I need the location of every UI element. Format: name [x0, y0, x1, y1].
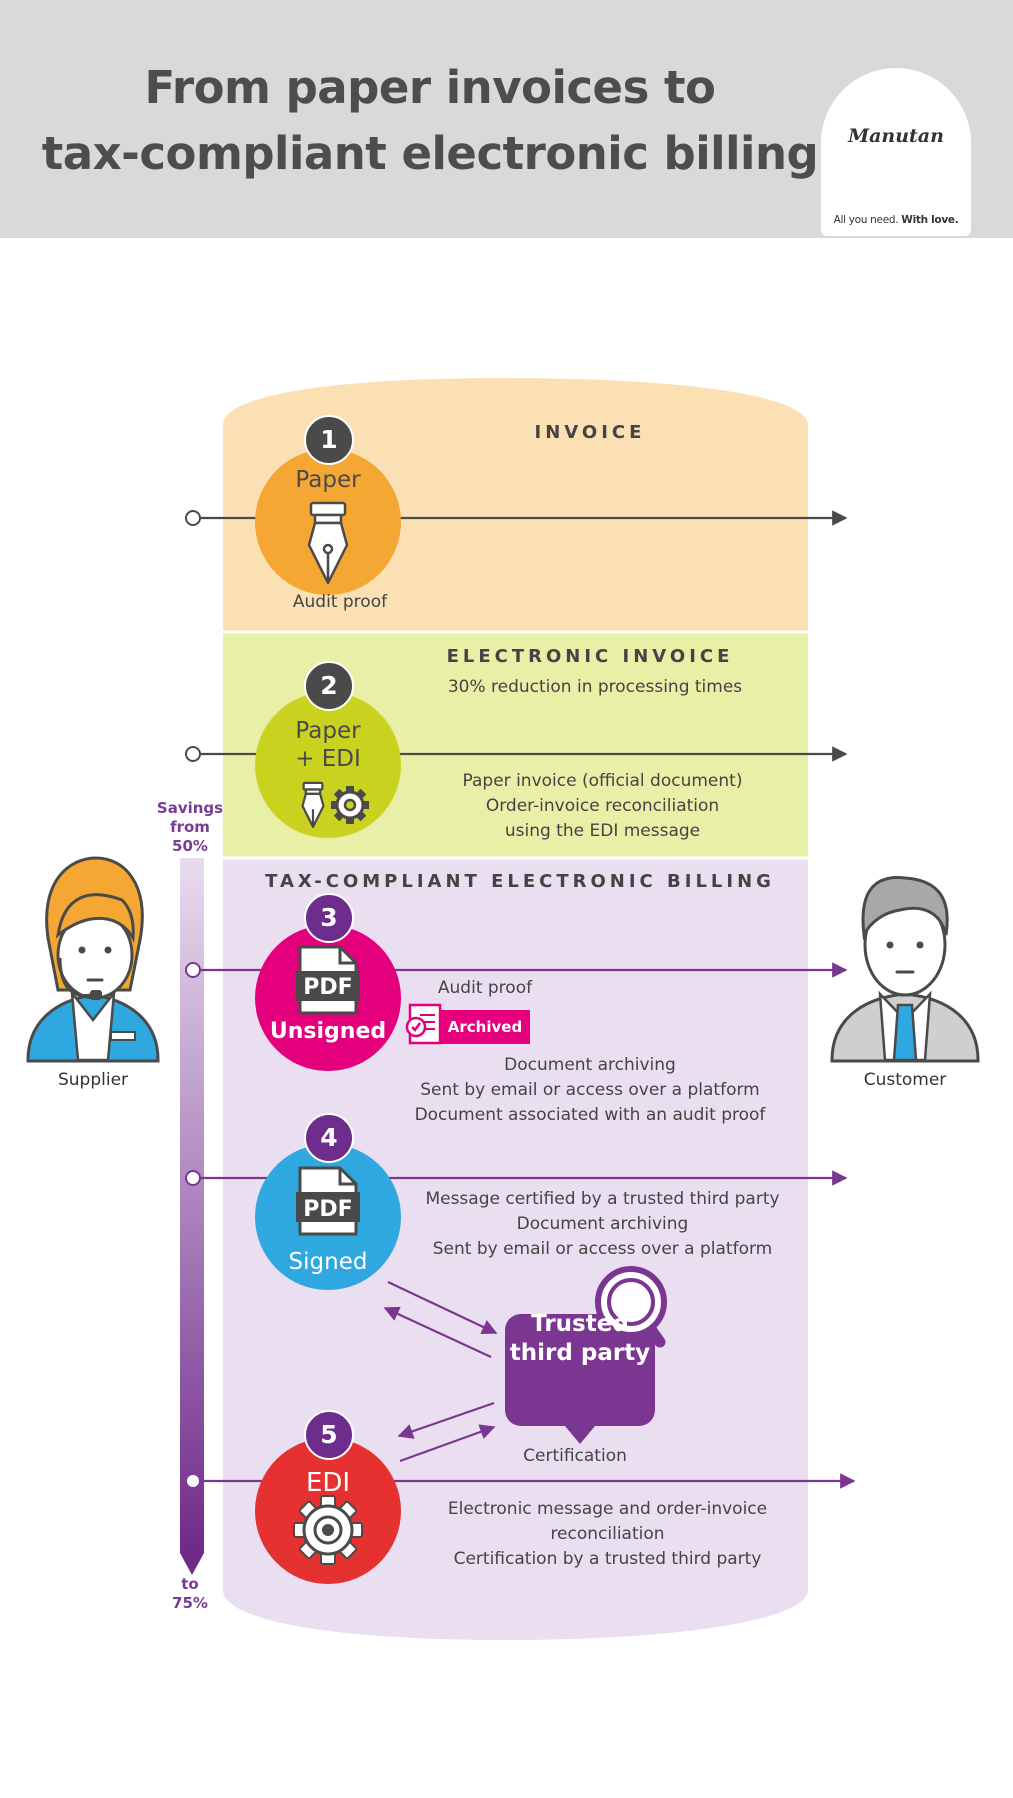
step-3-pdf-label: PDF: [303, 975, 353, 1000]
step-4-label: Signed: [288, 1249, 368, 1275]
step-1-label: Paper: [295, 467, 361, 493]
edi-gear-icon: [293, 1495, 363, 1565]
magnifier-icon: [595, 1266, 667, 1348]
logo-tagline: All you need. With love.: [821, 214, 971, 226]
pen-nib-icon: [307, 501, 349, 585]
step-2-number: 2: [304, 661, 354, 711]
supplier-label: Supplier: [57, 1070, 129, 1090]
step-3-label: Unsigned: [269, 1019, 387, 1044]
tax-compliant-heading: TAX-COMPLIANT ELECTRONIC BILLING: [265, 871, 775, 892]
step-5-notes: Electronic message and order-invoice rec…: [447, 1499, 768, 1569]
gear-small-icon: [331, 786, 369, 824]
pdf-document-icon-signed: [296, 1166, 360, 1236]
pen-nib-small-icon: [301, 781, 325, 829]
step-4-notes: Message certified by a trusted third par…: [425, 1189, 780, 1259]
certification-caption: Certification: [523, 1446, 627, 1466]
step-2-notes: Paper invoice (official document) Order-…: [462, 771, 743, 841]
trusted-third-party-label: Trusted third party: [509, 1311, 651, 1366]
step-5-label: EDI: [305, 1468, 351, 1498]
certification-arrows: [383, 1281, 498, 1463]
customer-label: Customer: [863, 1070, 947, 1090]
tagline-plain: All you need.: [833, 214, 902, 226]
manutan-logo-card: [821, 68, 971, 236]
archived-badge: Archived: [440, 1010, 530, 1044]
electronic-invoice-heading: ELECTRONIC INVOICE: [446, 646, 734, 667]
archive-document-icon: [405, 1003, 442, 1045]
title-line-1: From paper invoices to: [144, 61, 716, 114]
savings-bottom-label: to 75%: [172, 1575, 208, 1612]
step-5-number: 5: [304, 1410, 354, 1460]
processing-time-note: 30% reduction in processing times: [447, 677, 743, 697]
logo-wordmark: Manutan: [848, 125, 944, 147]
step-3-notes: Document archiving Sent by email or acce…: [414, 1055, 766, 1125]
trusted-third-party-box: [505, 1314, 655, 1444]
step-4-number: 4: [304, 1113, 354, 1163]
step-4-pdf-label: PDF: [303, 1197, 353, 1222]
title-line-2: tax-compliant electronic billing: [41, 127, 819, 180]
invoice-heading: INVOICE: [534, 422, 646, 443]
savings-top-label: Savings from 50%: [156, 799, 224, 855]
page-title: From paper invoices to tax-compliant ele…: [20, 55, 840, 187]
step-3-number: 3: [304, 893, 354, 943]
savings-bar-tip: [180, 1553, 204, 1575]
step-1-caption: Audit proof: [292, 592, 388, 612]
step-1-number: 1: [304, 415, 354, 465]
tagline-bold: With love.: [901, 214, 959, 226]
step-3-audit-proof: Audit proof: [437, 978, 533, 998]
pdf-document-icon-unsigned: [296, 945, 360, 1015]
supplier-illustration: [26, 856, 160, 1063]
customer-illustration: [830, 876, 980, 1063]
step-2-label: Paper + EDI: [295, 718, 361, 772]
